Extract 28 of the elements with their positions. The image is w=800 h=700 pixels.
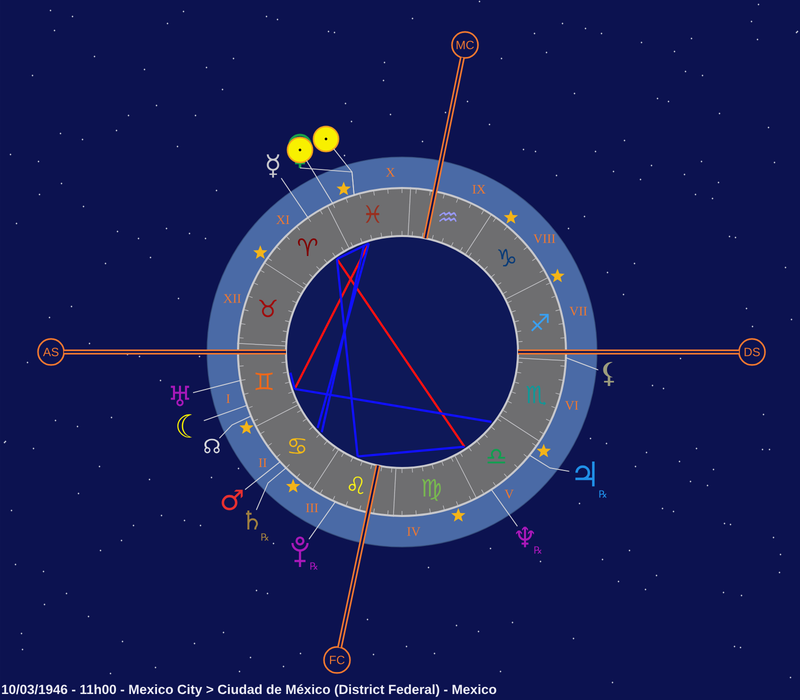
leader-line — [203, 404, 248, 422]
axis-line — [64, 349, 286, 354]
house-number: X — [386, 168, 395, 177]
house-number: XII — [224, 294, 241, 303]
house-number: VI — [565, 401, 578, 410]
house-number: IV — [407, 527, 420, 536]
sun-symbol — [312, 126, 340, 152]
planet-symbol: ♃ — [575, 462, 595, 486]
axis-line — [518, 349, 739, 354]
caption: 10/03/1946 - 11h00 - Mexico City > Ciudad de México (District Federal) - Mexico — [2, 684, 496, 697]
planet-symbol: ☿ — [266, 154, 280, 178]
planet-symbol: ☊ — [204, 438, 220, 454]
planet-symbol: ⚸ — [603, 362, 614, 386]
retrograde-mark: ℞ — [599, 490, 607, 498]
axis-line — [422, 57, 465, 239]
axis-line — [337, 464, 380, 648]
retrograde-mark: ℞ — [534, 546, 542, 554]
planet-symbol: ♂ — [222, 490, 243, 510]
planet-symbol: ☾ — [177, 414, 192, 438]
house-number: I — [226, 394, 230, 403]
retrograde-mark: ℞ — [261, 533, 269, 541]
leader-line — [565, 357, 599, 370]
planet-symbol: ♆ — [516, 526, 534, 548]
sun-symbol — [286, 136, 314, 164]
retrograde-mark: ℞ — [310, 562, 318, 570]
house-number: VII — [569, 306, 587, 316]
leader-line — [192, 380, 241, 394]
planet-symbol: ♅ — [170, 386, 190, 406]
